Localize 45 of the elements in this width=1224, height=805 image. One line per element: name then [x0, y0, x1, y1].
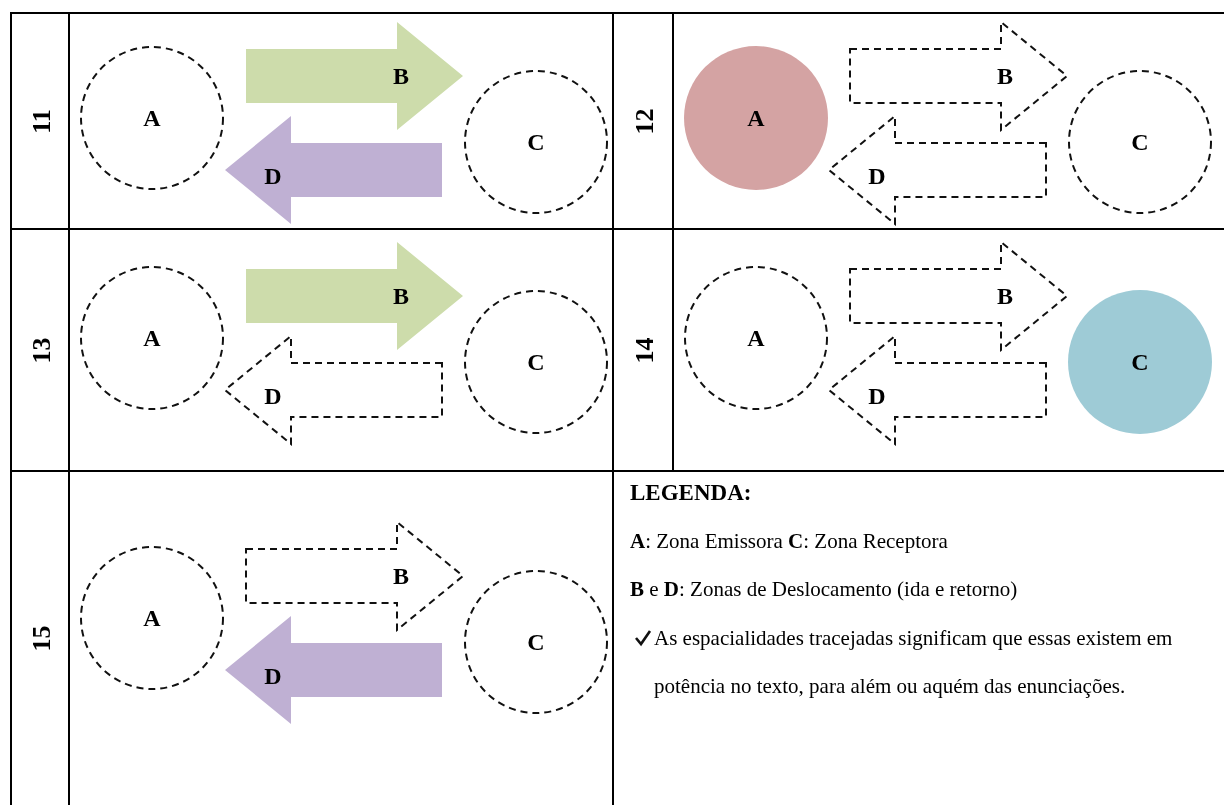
zone-letter: A: [747, 324, 765, 353]
block-arrow: [246, 242, 463, 350]
dashed-circle: [79, 545, 225, 691]
edge-label: D: [264, 664, 282, 688]
filled-circle: [1067, 289, 1213, 435]
table-cell: [612, 12, 1224, 230]
dashed-circle: [79, 45, 225, 191]
zone-letter: A: [747, 104, 765, 133]
legend-title: LEGENDA:: [630, 479, 753, 507]
dashed-circle: [463, 69, 609, 215]
row-number: 12: [628, 108, 660, 134]
edge-label: D: [264, 164, 282, 188]
row-number: 14: [628, 337, 660, 363]
filled-circle: [683, 45, 829, 191]
block-arrow: [225, 116, 442, 224]
zone-letter: A: [143, 324, 161, 353]
zone-letter: C: [527, 628, 545, 657]
edge-label: D: [868, 384, 886, 408]
block-arrow: [225, 616, 442, 724]
legend-note: As espacialidades tracejadas significam que essas existem em potência no texto, para além ou aquém das enunciações.: [654, 625, 1174, 700]
dashed-circle: [683, 265, 829, 411]
edge-label: B: [393, 564, 409, 588]
edge-label: B: [393, 284, 409, 308]
zone-letter: C: [527, 128, 545, 157]
edge-label: D: [264, 384, 282, 408]
zone-letter: A: [143, 604, 161, 633]
zone-letter: C: [1131, 348, 1149, 377]
edge-label: B: [997, 64, 1013, 88]
edge-label: B: [393, 64, 409, 88]
legend-text: A: Zona Emissora C: Zona Receptora: [630, 528, 949, 555]
dashed-circle: [463, 289, 609, 435]
edge-label: D: [868, 164, 886, 188]
dashed-circle: [1067, 69, 1213, 215]
table-cell: [10, 12, 614, 230]
row-number: 13: [25, 337, 57, 363]
row-number: 15: [25, 625, 57, 652]
zone-letter: A: [143, 104, 161, 133]
row-number: 11: [25, 108, 57, 134]
block-arrow: [246, 22, 463, 130]
legend-text: B e D: Zonas de Deslocamento (ida e retorno): [630, 576, 1019, 603]
dashed-circle: [79, 265, 225, 411]
dashed-circle: [463, 569, 609, 715]
zone-letter: C: [527, 348, 545, 377]
zone-letter: C: [1131, 128, 1149, 157]
edge-label: B: [997, 284, 1013, 308]
